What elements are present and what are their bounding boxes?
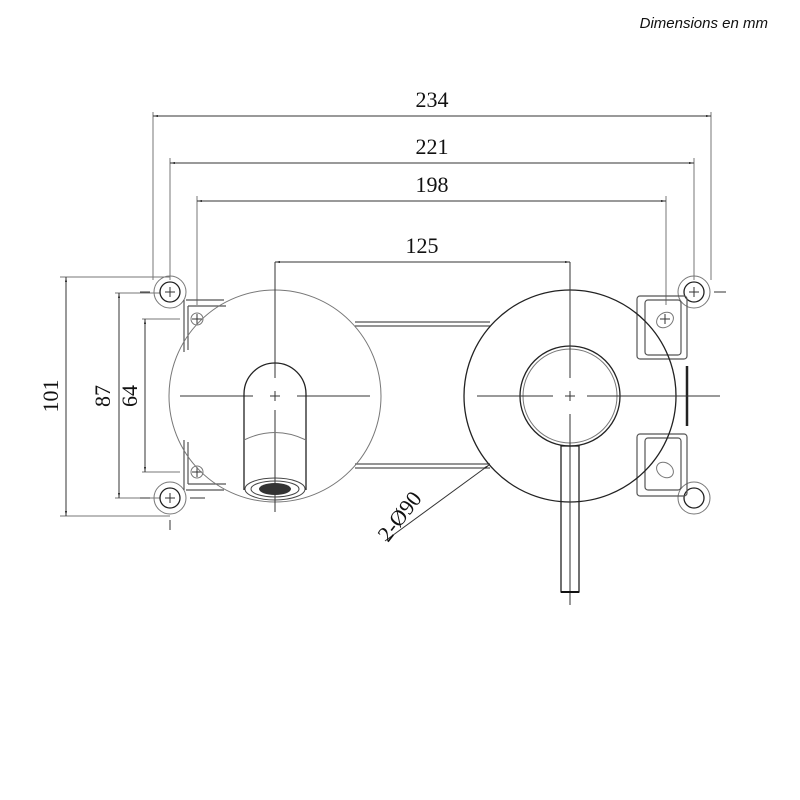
dim-bracket-span: 198 (196, 172, 667, 305)
dim-hole-height: 87 (90, 292, 160, 499)
dim-64-label: 64 (117, 385, 142, 407)
dim-overall-width: 234 (152, 87, 712, 280)
dim-plate-diameter: 2-Ø90 (372, 464, 490, 546)
spout-outline (243, 362, 307, 490)
dim-101-label: 101 (38, 380, 63, 413)
dim-234-label: 234 (416, 87, 449, 112)
units-note: Dimensions en mm (639, 15, 768, 32)
dim-inner-height: 64 (117, 318, 180, 473)
left-mounting-bracket (140, 275, 226, 530)
dim-overall-height: 101 (38, 276, 170, 517)
mixer-plate (463, 262, 720, 605)
spout-plate (168, 262, 382, 512)
right-mounting-bracket (636, 275, 726, 515)
dim-hole-span: 221 (169, 134, 695, 280)
in-wall-body (355, 321, 490, 469)
dim-125-label: 125 (406, 233, 439, 258)
dim-center-distance: 125 (275, 233, 570, 263)
dim-87-label: 87 (90, 385, 115, 407)
dim-221-label: 221 (416, 134, 449, 159)
dim-198-label: 198 (416, 172, 449, 197)
aerator-icon (259, 483, 291, 495)
